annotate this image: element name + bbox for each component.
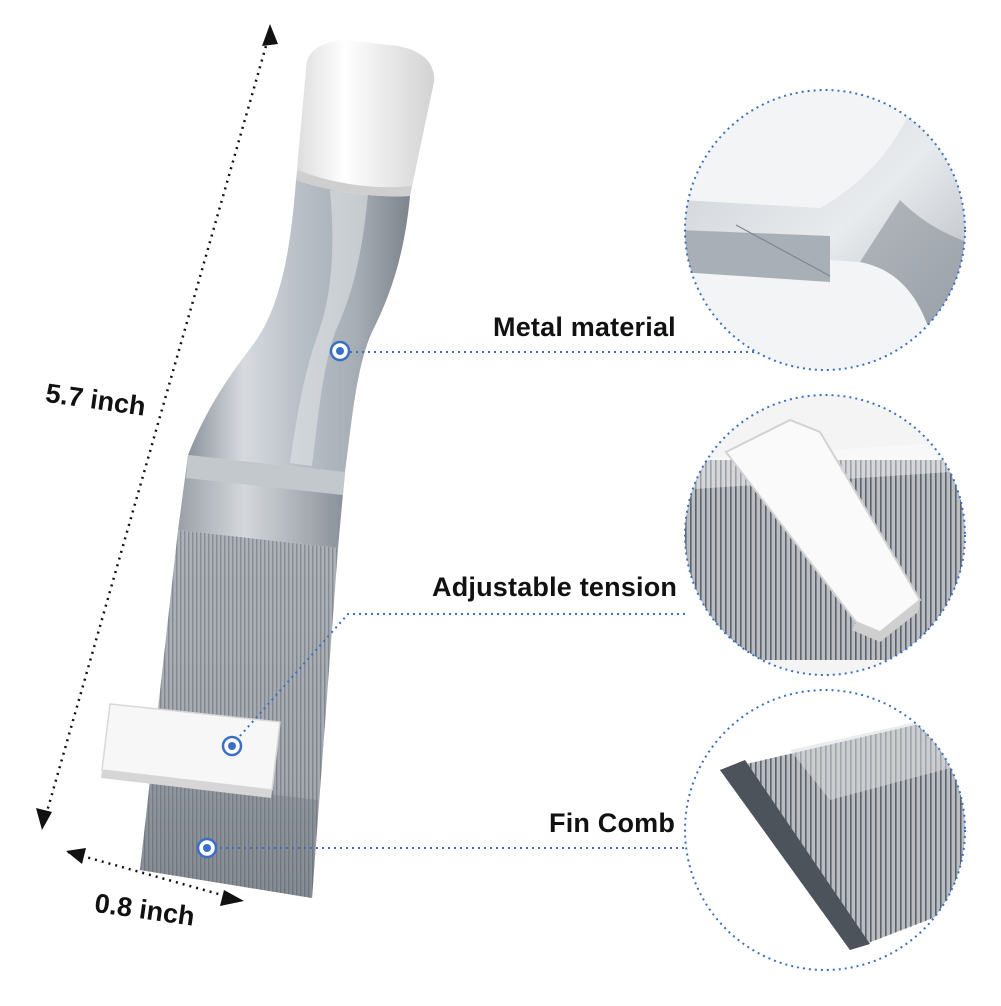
detail-circle-tension [684,394,966,676]
callout-dot-metal [329,340,351,362]
detail-circle-metal [684,89,966,371]
callout-dot-tension [221,735,243,757]
height-dimension-arrow [36,24,278,830]
detail-circle-fin-comb [684,689,966,971]
callout-label-adjustable-tension: Adjustable tension [432,572,678,602]
callout-dot-fin-comb [196,837,218,859]
callout-label-fin-comb: Fin Comb [549,808,676,838]
callout-leaders [196,340,775,859]
fin-comb-tool [101,40,435,898]
callout-label-metal-material: Metal material [493,312,676,342]
width-dimension-arrow [66,848,244,906]
